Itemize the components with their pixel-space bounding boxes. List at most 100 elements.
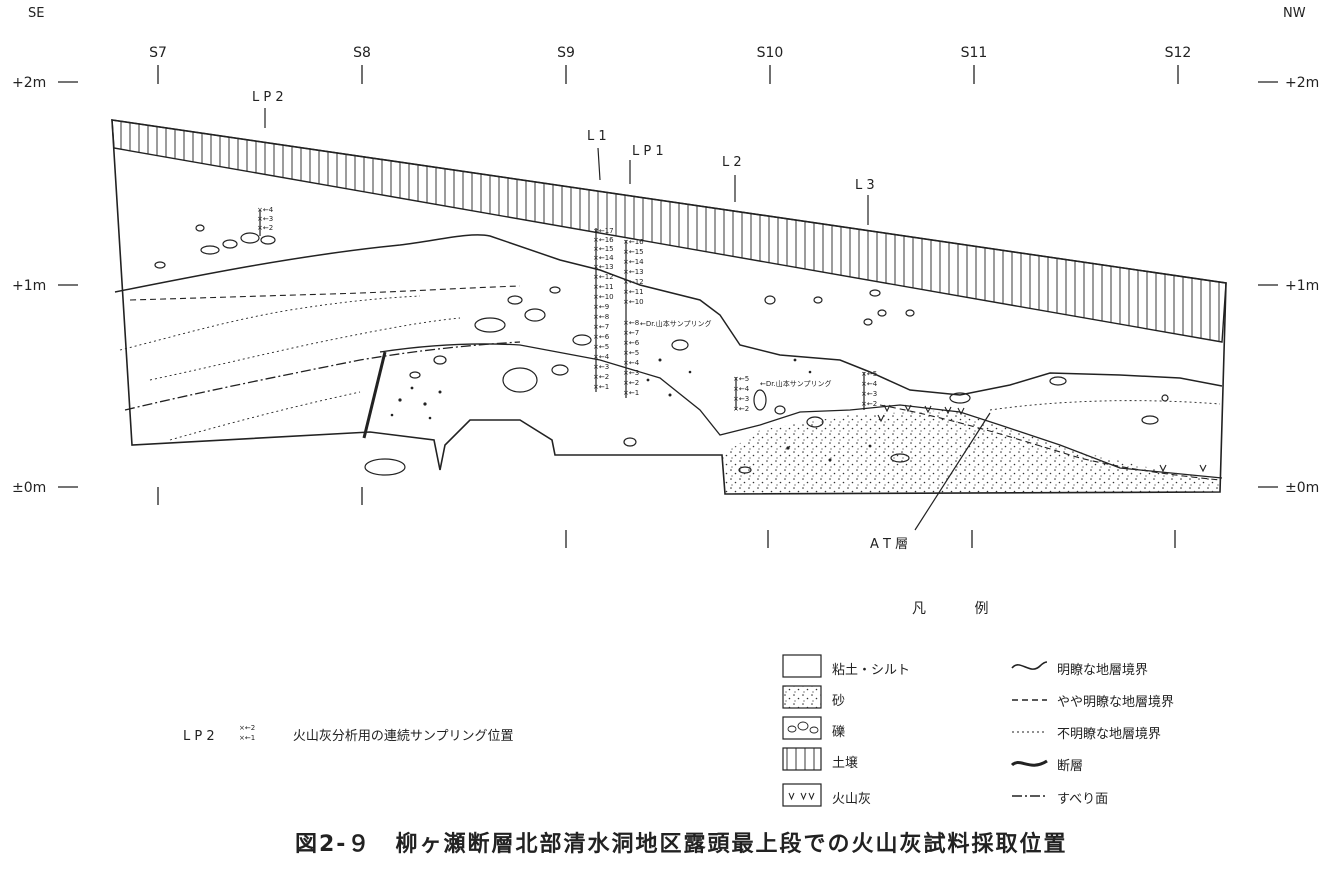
sample-tick-labels: ×←4 ×←3 ×←2 ×←17 ×←16 ×←15 ×←14 ×←13 ×←1… [257, 206, 878, 413]
line-label-l1: L 1 [587, 129, 607, 144]
dr-yamamoto-note-2: ←Dr.山本サンプリング [760, 379, 832, 388]
at-layer-label: A T 層 [870, 537, 908, 552]
line-label-l2: L 2 [722, 155, 742, 170]
legend-gravel-swatch [782, 716, 822, 740]
elevation-label: +2m [12, 75, 46, 91]
elevation-label: +1m [12, 278, 46, 294]
elevation-label: ±0m [12, 480, 46, 496]
station-label: S9 [557, 45, 575, 61]
direction-nw-label: NW [1283, 6, 1306, 21]
gravel-dots [390, 358, 872, 462]
legend-gravel-label: 礫 [832, 725, 846, 740]
legend-soil-swatch [782, 747, 822, 771]
sample-label: ×←6 [593, 333, 610, 341]
line-label-lp2: L P 2 [252, 90, 284, 105]
elevation-label: +2m [1285, 75, 1319, 91]
sample-label: ×←2 [593, 373, 609, 381]
station-label: S12 [1165, 45, 1192, 61]
sample-label: ×←16 [623, 238, 644, 246]
sample-label: ×←2 [861, 400, 877, 408]
sample-label: ×←6 [623, 339, 640, 347]
sampling-column-lines [259, 210, 865, 410]
ash-marks [877, 404, 1207, 473]
sample-label: ×←2 [733, 405, 749, 413]
line-label-l3: L 3 [855, 178, 875, 193]
sample-label: ×←11 [623, 288, 644, 296]
sand-area [722, 410, 1220, 494]
sample-label: ×←7 [593, 323, 609, 331]
lp-note-text: 火山灰分析用の連続サンプリング位置 [292, 729, 514, 744]
line-label-lp1: L P 1 [632, 144, 664, 159]
sample-label: ×←4 [593, 353, 610, 361]
sample-label: ×←4 [861, 380, 878, 388]
sample-label: ×←3 [733, 395, 749, 403]
elevation-axis: +2m +1m ±0m +2m +1m ±0m [12, 75, 1319, 496]
sample-label: ×←3 [861, 390, 877, 398]
station-label: S7 [149, 45, 167, 61]
legend-clay-swatch [782, 654, 822, 678]
sample-label: ×←3 [623, 369, 639, 377]
lp-note-symbol-top: ×←2 [239, 724, 255, 732]
sample-label: ×←2 [257, 224, 273, 232]
direction-se-label: SE [28, 6, 44, 21]
sample-label: ×←15 [593, 245, 614, 253]
sample-label: ×←14 [593, 254, 614, 262]
legend-clear-boundary-label: 明瞭な地層境界 [1057, 663, 1149, 678]
legend-fault-swatch [1010, 759, 1048, 767]
sample-label: ×←16 [593, 236, 614, 244]
sample-label: ×←5 [623, 349, 639, 357]
legend-sand-label: 砂 [832, 694, 846, 709]
sample-label: ×←8 [593, 313, 609, 321]
sample-label: ×←5 [593, 343, 609, 351]
figure-caption: 図2-９ 柳ヶ瀬断層北部清水洞地区露頭最上段での火山灰試料採取位置 [295, 832, 1068, 857]
sample-label: ×←1 [623, 389, 639, 397]
sample-label: ×←13 [593, 263, 614, 271]
sample-label: ×←14 [623, 258, 644, 266]
sample-label: ×←4 [733, 385, 750, 393]
station-label: S10 [757, 45, 784, 61]
sample-label: ×←12 [593, 273, 614, 281]
legend-ash-label: 火山灰 [832, 792, 872, 807]
legend-semi-boundary-label: やや明瞭な地層境界 [1057, 695, 1175, 710]
soil-layer [111, 119, 1227, 343]
legend-sand-swatch [782, 685, 822, 709]
lp-note-symbol: ×←2 ×←1 [239, 724, 255, 742]
sample-label: ×←5 [861, 370, 877, 378]
sample-label: ×←15 [623, 248, 644, 256]
sample-label: ×←4 [257, 206, 274, 214]
station-axis: S7 S8 S9 S10 S11 S12 [149, 45, 1191, 548]
sample-label: ×←3 [593, 363, 609, 371]
sampling-line-labels: L P 2 L 1 L P 1 L 2 L 3 A T 層 [252, 90, 908, 552]
legend-fault-label: 断層 [1057, 759, 1084, 774]
lp-note-code: L P 2 [183, 729, 215, 744]
sample-label: ×←2 [623, 379, 639, 387]
sample-label: ×←11 [593, 283, 614, 291]
sample-label: ×←10 [593, 293, 614, 301]
sample-label: ×←17 [593, 227, 614, 235]
sample-label: ×←8 [623, 319, 639, 327]
station-label: S11 [961, 45, 988, 61]
gravel-clasts [154, 224, 1169, 476]
sample-label: ×←9 [593, 303, 609, 311]
legend-clear-boundary-swatch [1011, 661, 1048, 670]
sample-label: ×←3 [257, 215, 273, 223]
sample-label: ×←4 [623, 359, 640, 367]
station-label: S8 [353, 45, 371, 61]
lp-note-symbol-bottom: ×←1 [239, 734, 255, 742]
sample-label: ×←12 [623, 278, 644, 286]
legend-clay-label: 粘土・シルト [832, 663, 911, 678]
sample-label: ×←7 [623, 329, 639, 337]
legend-unclear-boundary-label: 不明瞭な地層境界 [1057, 727, 1162, 742]
elevation-label: +1m [1285, 278, 1319, 294]
legend-material-swatches [782, 654, 822, 807]
legend-slip-label: すべり面 [1057, 792, 1109, 807]
legend-title: 凡 例 [912, 601, 1011, 617]
dr-yamamoto-note-1: ←Dr.山本サンプリング [640, 319, 712, 328]
sample-label: ×←5 [733, 375, 749, 383]
line-label-leaders [264, 108, 991, 531]
legend-soil-label: 土壌 [832, 756, 859, 771]
elevation-label: ±0m [1285, 480, 1319, 496]
sample-label: ×←10 [623, 298, 644, 306]
lp-note: L P 2 火山灰分析用の連続サンプリング位置 [183, 725, 514, 744]
